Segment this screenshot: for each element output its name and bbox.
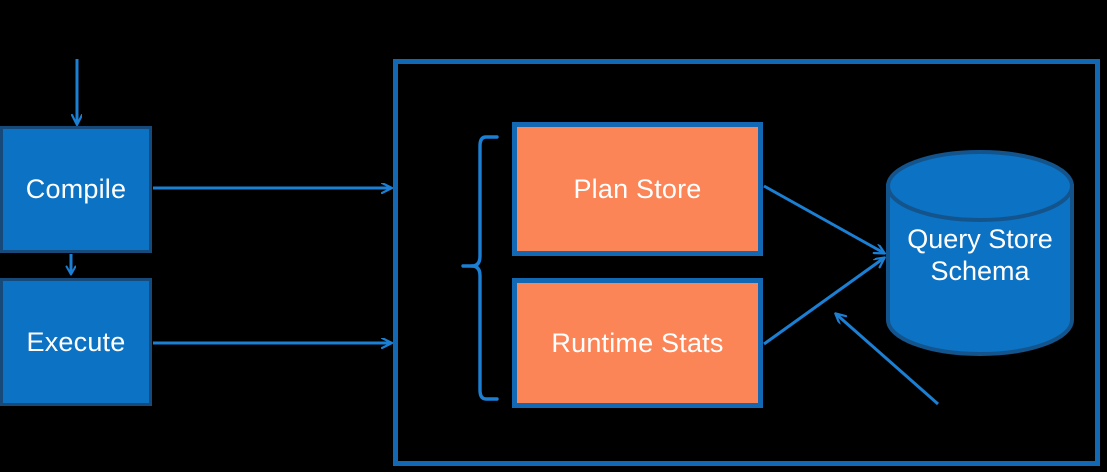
store-group-brace xyxy=(461,135,499,401)
node-execute[interactable]: Execute xyxy=(0,278,152,406)
node-plan-store-label: Plan Store xyxy=(573,173,702,204)
arrow-runtime-stats-to-schema xyxy=(763,258,884,346)
node-runtime-stats-label: Runtime Stats xyxy=(551,327,724,358)
node-compile-label: Compile xyxy=(25,174,127,204)
node-plan-store[interactable]: Plan Store xyxy=(512,122,763,256)
cylinder-body xyxy=(886,184,1074,356)
cylinder-top xyxy=(886,150,1074,222)
node-query-store-schema[interactable] xyxy=(886,150,1074,356)
node-execute-label: Execute xyxy=(26,326,126,357)
node-runtime-stats[interactable]: Runtime Stats xyxy=(512,278,763,408)
node-compile[interactable]: Compile xyxy=(0,126,152,253)
query-store-container xyxy=(393,59,1100,466)
arrow-plan-store-to-schema xyxy=(763,184,884,253)
arrow-external-to-schema xyxy=(836,314,939,406)
